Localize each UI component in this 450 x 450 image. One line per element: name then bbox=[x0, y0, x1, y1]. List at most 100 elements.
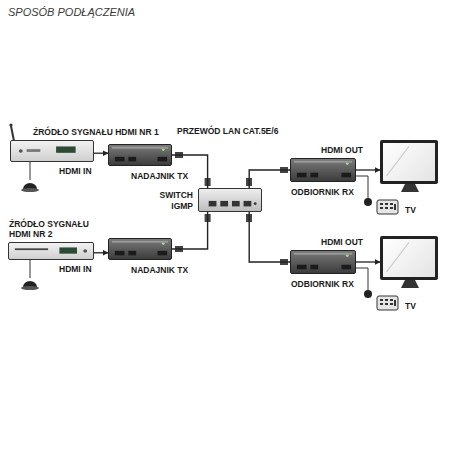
port bbox=[341, 265, 351, 270]
device-detail bbox=[383, 239, 435, 277]
device-label: ŹRÓDŁO SYGNAŁU HDMI NR 2 bbox=[9, 219, 104, 240]
signal-arrow bbox=[356, 261, 380, 262]
front-display bbox=[56, 146, 76, 152]
device-label: ŹRÓDŁO SYGNAŁU HDMI NR 1 bbox=[33, 127, 159, 138]
remote-button bbox=[380, 299, 383, 301]
remote-control bbox=[377, 200, 398, 214]
port bbox=[128, 157, 136, 162]
port bbox=[297, 265, 307, 270]
device-detail bbox=[199, 189, 261, 211]
remote-body bbox=[377, 296, 398, 310]
remote-button bbox=[394, 204, 396, 210]
device-detail bbox=[291, 159, 355, 181]
connection-label: HDMI IN bbox=[58, 166, 93, 176]
remote-button bbox=[390, 203, 393, 205]
remote-button bbox=[380, 203, 383, 205]
device-label: ODBIORNIK RX bbox=[291, 279, 354, 290]
device-detail bbox=[109, 145, 171, 165]
remote-button bbox=[380, 207, 383, 209]
port bbox=[115, 251, 125, 256]
port bbox=[310, 265, 318, 270]
power-button bbox=[19, 149, 23, 153]
ir-sensor-base bbox=[21, 286, 39, 290]
remote-button bbox=[390, 299, 393, 301]
lan-port bbox=[232, 201, 240, 207]
screen-glare bbox=[387, 242, 409, 271]
remote-button bbox=[380, 303, 383, 305]
device-label: ODBIORNIK RX bbox=[291, 187, 354, 198]
lan-cable bbox=[249, 212, 290, 262]
connection-label: HDMI OUT bbox=[320, 237, 364, 247]
lan-port bbox=[220, 201, 228, 207]
remote-button bbox=[385, 203, 388, 205]
diagram-title: SPOSÓB PODŁĄCZENIA bbox=[8, 6, 135, 18]
device-label: TV bbox=[405, 301, 416, 312]
remote-button bbox=[394, 300, 396, 306]
top-edge bbox=[112, 241, 168, 243]
signal-arrow bbox=[356, 169, 380, 170]
antenna-tip bbox=[9, 123, 12, 126]
dvd-player: ŹRÓDŁO SYGNAŁU HDMI NR 2 bbox=[8, 242, 94, 260]
remote-button bbox=[390, 207, 393, 209]
disc-slot bbox=[15, 248, 48, 250]
tv-stand bbox=[401, 280, 419, 288]
ir-wire bbox=[356, 176, 368, 198]
ir-wire bbox=[30, 162, 31, 180]
remote-button bbox=[385, 207, 388, 209]
ir-wire bbox=[30, 260, 31, 278]
port bbox=[341, 173, 351, 178]
network-switch: SWITCH IGMP bbox=[198, 188, 262, 212]
remote-body bbox=[377, 200, 398, 214]
device-label: NADAJNIK TX bbox=[131, 265, 188, 276]
ir-sensor-base bbox=[21, 188, 39, 192]
device-label: SWITCH IGMP bbox=[151, 190, 193, 211]
device-label: TV bbox=[405, 205, 416, 216]
remote-control bbox=[377, 296, 398, 310]
connection-label: HDMI OUT bbox=[320, 145, 364, 155]
tv-screen: TV bbox=[380, 140, 438, 184]
port bbox=[157, 157, 167, 162]
ir-sensor bbox=[364, 198, 372, 206]
device-detail bbox=[9, 243, 93, 259]
remote-buttons bbox=[380, 299, 396, 306]
top-edge bbox=[294, 253, 352, 255]
front-buttons bbox=[27, 149, 41, 152]
power-button bbox=[83, 249, 87, 253]
remote-button bbox=[385, 303, 388, 305]
device-detail bbox=[383, 143, 435, 181]
antenna bbox=[11, 126, 14, 141]
remote-button bbox=[390, 303, 393, 305]
transmitter-box: NADAJNIK TX bbox=[108, 238, 172, 260]
screen-glare bbox=[387, 146, 409, 175]
cable-label: PRZEWÓD LAN CAT.5E/6 bbox=[176, 126, 279, 136]
lan-port bbox=[244, 201, 252, 207]
signal-arrow bbox=[94, 153, 108, 154]
device-label: NADAJNIK TX bbox=[131, 171, 188, 182]
front-display bbox=[59, 247, 77, 253]
status-led bbox=[254, 202, 257, 205]
top-edge bbox=[112, 147, 168, 149]
device-detail bbox=[109, 239, 171, 259]
port bbox=[115, 157, 125, 162]
ir-sensor bbox=[364, 290, 372, 298]
port bbox=[128, 251, 136, 256]
receiver-box: ODBIORNIK RX bbox=[290, 250, 356, 274]
signal-arrow bbox=[94, 252, 108, 253]
transmitter-box: NADAJNIK TX bbox=[108, 144, 172, 166]
lan-cable bbox=[249, 170, 290, 188]
remote-button bbox=[385, 299, 388, 301]
receiver-box: ODBIORNIK RX bbox=[290, 158, 356, 182]
top-edge bbox=[294, 161, 352, 163]
remote-buttons bbox=[380, 203, 396, 210]
device-detail bbox=[291, 251, 355, 273]
device-detail bbox=[11, 141, 93, 161]
ir-wire bbox=[356, 268, 368, 290]
lan-port bbox=[209, 201, 217, 207]
port bbox=[157, 251, 167, 256]
lan-cable bbox=[172, 212, 208, 249]
connection-label: HDMI IN bbox=[58, 264, 93, 274]
tv-stand bbox=[401, 184, 419, 192]
port bbox=[297, 173, 307, 178]
set-top-box: ŹRÓDŁO SYGNAŁU HDMI NR 1 bbox=[10, 140, 94, 162]
